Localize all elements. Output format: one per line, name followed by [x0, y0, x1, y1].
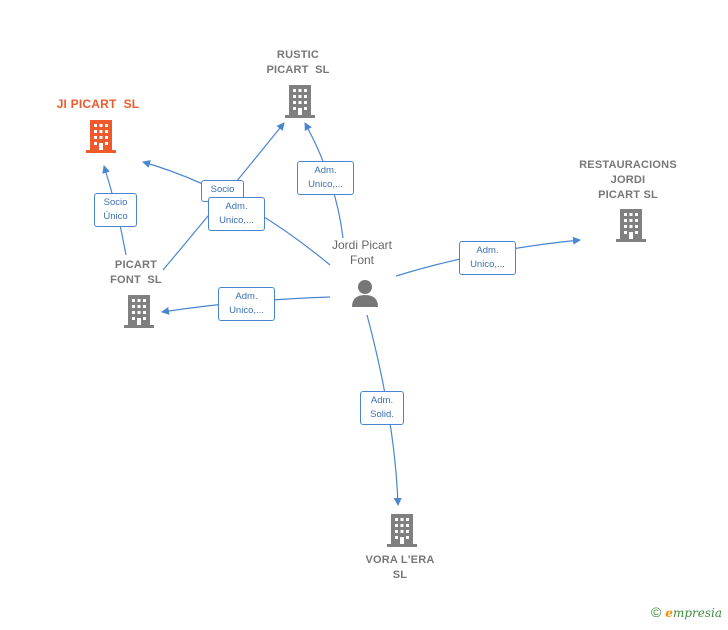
building-icon-ji-picart[interactable]	[84, 118, 118, 154]
copyright-symbol: ©	[650, 604, 662, 620]
person-icon[interactable]	[350, 278, 380, 308]
brand-logo-initial: e	[665, 606, 673, 620]
node-label-picart-font: PICART FONT SL	[110, 259, 162, 286]
relation-adm-ji[interactable]: Adm. Unico,...	[208, 197, 265, 231]
relation-adm-rest[interactable]: Adm. Unico,...	[459, 241, 516, 275]
brand-logo: empresia	[665, 606, 722, 620]
relation-adm-rustic[interactable]: Adm. Unico,...	[297, 161, 354, 195]
brand-logo-rest: mpresia	[672, 606, 722, 620]
copyright-brand: ©empresia	[651, 604, 722, 620]
node-label-rustic: RUSTIC PICART SL	[266, 49, 330, 76]
node-label-ji-picart: JI PICART SL	[56, 97, 140, 111]
person-label: Jordi Picart Font	[331, 238, 393, 267]
relation-adm-picart[interactable]: Adm. Unico,...	[218, 287, 275, 321]
relation-adm-vora[interactable]: Adm. Solid.	[360, 391, 404, 425]
building-icon-picart-font[interactable]	[122, 293, 156, 329]
node-label-restauracions: RESTAURACIONS JORDI PICART SL	[579, 159, 677, 201]
node-label-vora: VORA L'ERA SL	[365, 554, 435, 581]
building-icon-restauracions[interactable]	[614, 207, 648, 243]
building-icon-vora[interactable]	[385, 512, 419, 548]
relation-socio-unico[interactable]: Socio Único	[94, 193, 137, 227]
building-icon-rustic[interactable]	[283, 83, 317, 119]
